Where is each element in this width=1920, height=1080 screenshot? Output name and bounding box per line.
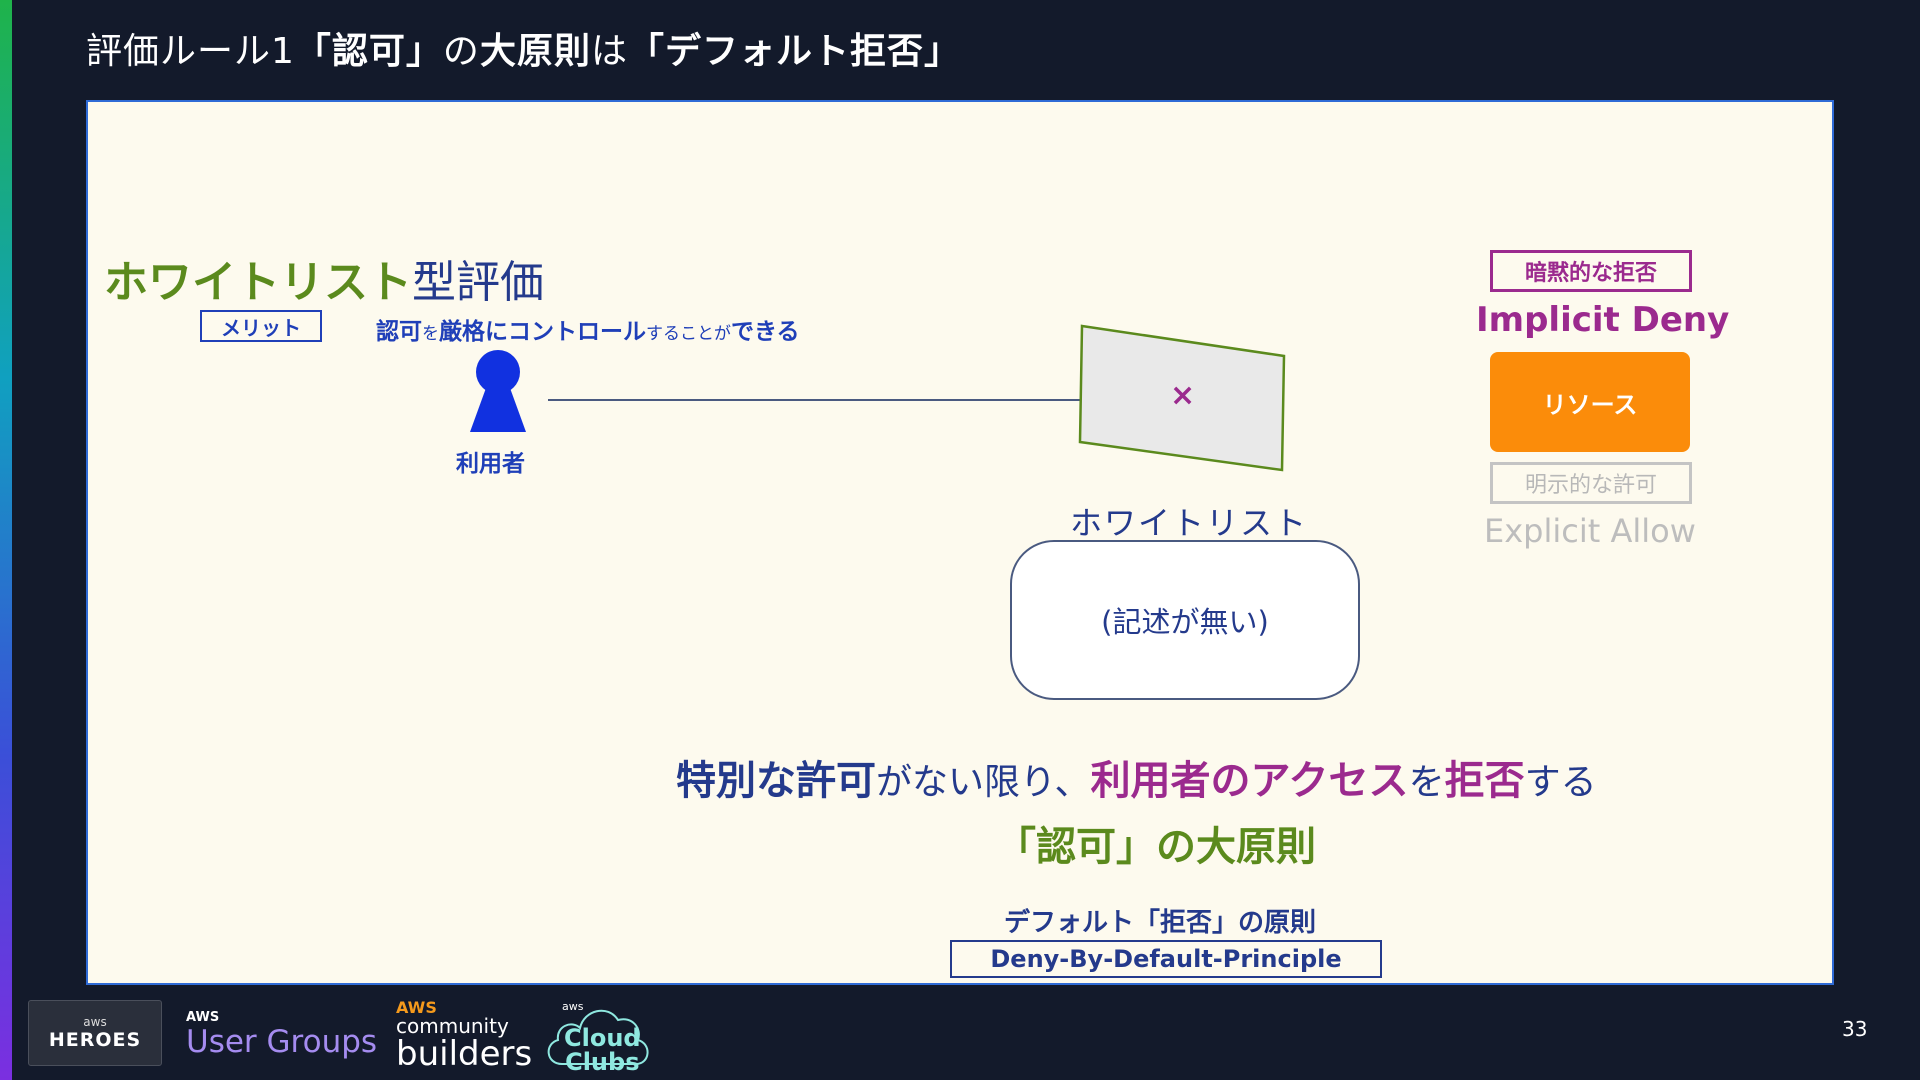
implicit-deny-text: Implicit Deny — [1476, 300, 1730, 340]
main-statement-user-access: 利用者のアクセス — [1090, 758, 1409, 804]
heroes-aws-text: aws — [83, 1015, 107, 1029]
main-statement-unless: がない限り、 — [876, 762, 1091, 803]
main-statement: 特別な許可がない限り、利用者のアクセスを拒否する — [676, 748, 1597, 806]
whitelist-content-box: (記述が無い) — [1010, 540, 1360, 700]
aws-user-groups-logo: AWS User Groups — [186, 1010, 377, 1059]
aws-community-builders-logo: AWS community builders — [396, 998, 533, 1074]
builders-community-text: community — [396, 1014, 509, 1038]
deny-x-icon: × — [1170, 378, 1196, 413]
merit-text: 認可を厳格にコントロールすることができる — [376, 312, 800, 346]
builders-aws-text: AWS — [396, 998, 437, 1017]
whitelist-label: ホワイトリスト — [1070, 504, 1309, 542]
usergroups-text: User Groups — [186, 1024, 378, 1060]
merit-text-5: できる — [731, 319, 800, 345]
principle-line: 「認可」の大原則 — [996, 824, 1316, 870]
page-number: 33 — [1842, 1017, 1868, 1041]
user-label: 利用者 — [456, 451, 525, 477]
default-deny-en-box: Deny-By-Default-Principle — [950, 940, 1382, 978]
cloud-outline-icon — [547, 1009, 649, 1065]
main-statement-suru: する — [1524, 762, 1597, 803]
merit-text-4: することが — [646, 324, 731, 344]
merit-text-1: 認可 — [376, 319, 422, 345]
title-part-principle: 大原則 — [479, 31, 591, 72]
cloudclubs-text-1: Cloud — [564, 1024, 641, 1052]
title-part-no: の — [442, 31, 480, 72]
usergroups-aws-text: AWS — [186, 1010, 220, 1025]
whitelist-heading-rest: 型評価 — [412, 257, 544, 308]
merit-text-3: 厳格にコントロール — [439, 319, 646, 345]
user-icon — [470, 350, 526, 432]
aws-cloud-clubs-logo: aws Cloud Clubs — [542, 990, 656, 1074]
aws-heroes-logo: aws HEROES — [28, 1000, 162, 1066]
main-statement-wo: を — [1408, 762, 1445, 803]
title-part-wa: は — [590, 31, 628, 72]
cloudclubs-text-2: Clubs — [565, 1048, 640, 1076]
main-statement-deny: 拒否 — [1444, 758, 1525, 804]
resource-box: リソース — [1490, 352, 1690, 452]
title-part-default-deny: 「デフォルト拒否」 — [627, 31, 961, 72]
whitelist-document-icon — [1078, 324, 1286, 472]
whitelist-heading: ホワイトリスト型評価 — [104, 246, 544, 310]
cloudclubs-aws-text: aws — [562, 1000, 584, 1013]
implicit-deny-badge: 暗黙的な拒否 — [1490, 250, 1692, 292]
merit-badge: メリット — [200, 310, 322, 342]
slide-title: 評価ルール1「認可」の大原則は「デフォルト拒否」 — [86, 22, 961, 72]
heroes-text: HEROES — [48, 1029, 142, 1051]
merit-text-2: を — [422, 324, 439, 344]
title-part-rule: 評価ルール1 — [86, 31, 295, 72]
title-part-authorization: 「認可」 — [294, 31, 443, 72]
explicit-allow-badge: 明示的な許可 — [1490, 462, 1692, 504]
content-panel: ホワイトリスト型評価 メリット 認可を厳格にコントロールすることができる 利用者… — [86, 100, 1834, 985]
accent-bar — [0, 0, 12, 1080]
builders-text: builders — [396, 1034, 533, 1074]
whitelist-heading-green: ホワイトリスト — [104, 257, 412, 308]
explicit-allow-text: Explicit Allow — [1484, 512, 1696, 550]
default-deny-jp: デフォルト「拒否」の原則 — [1004, 908, 1317, 938]
main-statement-special-permission: 特別な許可 — [676, 758, 876, 804]
